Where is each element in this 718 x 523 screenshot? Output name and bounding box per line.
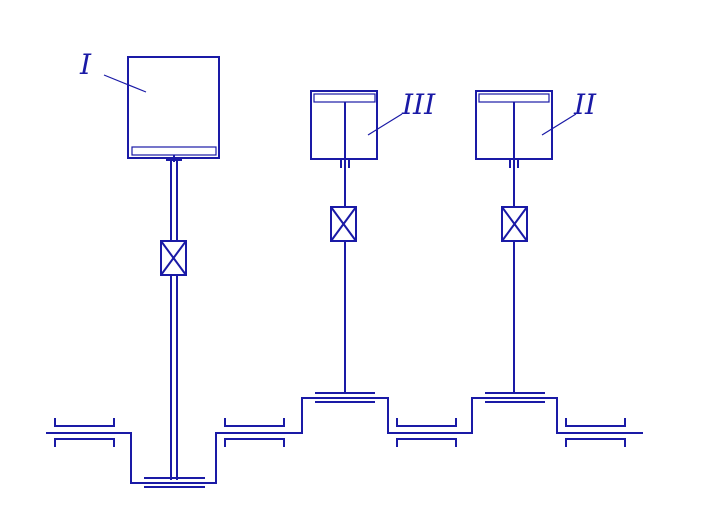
cylinder-1-body	[127, 56, 220, 159]
main-bearing-2	[224, 418, 285, 447]
cylinder-1-valve	[160, 240, 187, 276]
crankshaft	[46, 392, 643, 488]
main-bearing-1	[54, 418, 115, 447]
main-bearing-3	[396, 418, 457, 447]
crankshaft-shaft	[46, 397, 643, 484]
cylinder-3: III	[310, 88, 436, 392]
label-cylinder-1: I	[79, 48, 92, 81]
cylinder-1: I	[79, 48, 220, 480]
cylinder-3-valve	[330, 206, 357, 242]
main-bearing-4	[565, 418, 626, 447]
cylinder-2-valve	[501, 206, 528, 242]
label-cylinder-3: III	[401, 88, 436, 121]
label-cylinder-2: II	[573, 88, 597, 121]
cylinder-2: II	[475, 88, 597, 392]
